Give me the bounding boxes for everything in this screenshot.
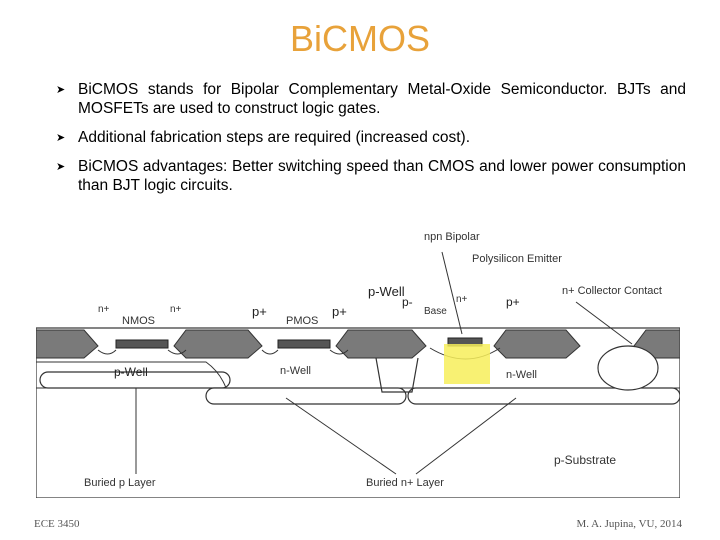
label-collector-contact: n+ Collector Contact <box>562 285 662 297</box>
isolation-trench <box>375 357 419 393</box>
label-p-plus-2: p+ <box>332 304 347 319</box>
arrow-bullet-icon: ➤ <box>56 84 66 96</box>
nmos-gate <box>115 339 169 349</box>
label-p-well-bottom: p-Well <box>114 365 148 379</box>
pmos-sd-right <box>329 349 349 355</box>
bullet-item: ➤ Additional fabrication steps are requi… <box>56 128 686 147</box>
emitter-highlight <box>444 344 490 384</box>
bullet-text: BiCMOS stands for Bipolar Complementary … <box>78 81 686 117</box>
label-p-plus-1: p+ <box>252 304 267 319</box>
pmos-gate <box>277 339 331 349</box>
buried-p-layer-shape <box>39 371 231 389</box>
label-n-plus-3: n+ <box>456 294 468 305</box>
bullet-list: ➤ BiCMOS stands for Bipolar Complementar… <box>56 80 686 205</box>
arrow-bullet-icon: ➤ <box>56 132 66 144</box>
field-oxide-3 <box>335 329 427 359</box>
label-p-minus: p- <box>402 295 413 309</box>
buried-n-layer-shape-1 <box>205 387 407 405</box>
buried-n-layer-shape-2 <box>407 387 680 405</box>
nmos-sd-left <box>97 349 117 355</box>
pmos-sd-left <box>261 349 279 355</box>
p-well-boundary <box>36 361 227 389</box>
label-n-plus-1: n+ <box>98 304 110 315</box>
label-base: Base <box>424 306 447 317</box>
bullet-text: BiCMOS advantages: Better switching spee… <box>78 158 686 194</box>
leader-buried-n-2 <box>415 397 517 475</box>
field-oxide-1 <box>36 329 99 359</box>
field-oxide-4 <box>493 329 581 359</box>
arrow-bullet-icon: ➤ <box>56 161 66 173</box>
leader-buried-n-1 <box>285 397 397 475</box>
bullet-text: Additional fabrication steps are require… <box>78 129 471 146</box>
label-polysilicon-emitter: Polysilicon Emitter <box>472 253 562 265</box>
collector-sinker <box>597 345 659 391</box>
label-npn-bipolar: npn Bipolar <box>424 231 480 243</box>
label-nmos: NMOS <box>122 315 155 327</box>
label-n-well-1: n-Well <box>280 365 311 377</box>
footer-course: ECE 3450 <box>34 518 80 530</box>
leader-collector <box>575 301 633 345</box>
bullet-item: ➤ BiCMOS stands for Bipolar Complementar… <box>56 80 686 118</box>
label-n-well-2: n-Well <box>506 369 537 381</box>
footer-author: M. A. Jupina, VU, 2014 <box>576 518 682 530</box>
field-oxide-2 <box>173 329 263 359</box>
label-p-plus-3: p+ <box>506 295 520 309</box>
label-buried-p-layer: Buried p Layer <box>84 477 156 489</box>
nmos-sd-right <box>167 349 187 355</box>
label-p-substrate: p-Substrate <box>554 453 616 467</box>
bullet-item: ➤ BiCMOS advantages: Better switching sp… <box>56 157 686 195</box>
label-n-plus-2: n+ <box>170 304 182 315</box>
slide-title: BiCMOS <box>289 18 430 59</box>
label-p-well-top: p-Well <box>368 284 405 299</box>
leader-npn <box>441 251 463 335</box>
bicmos-cross-section-diagram: npn Bipolar Polysilicon Emitter p-Well n… <box>36 231 680 498</box>
label-buried-n-layer: Buried n+ Layer <box>366 477 444 489</box>
label-pmos: PMOS <box>286 315 318 327</box>
